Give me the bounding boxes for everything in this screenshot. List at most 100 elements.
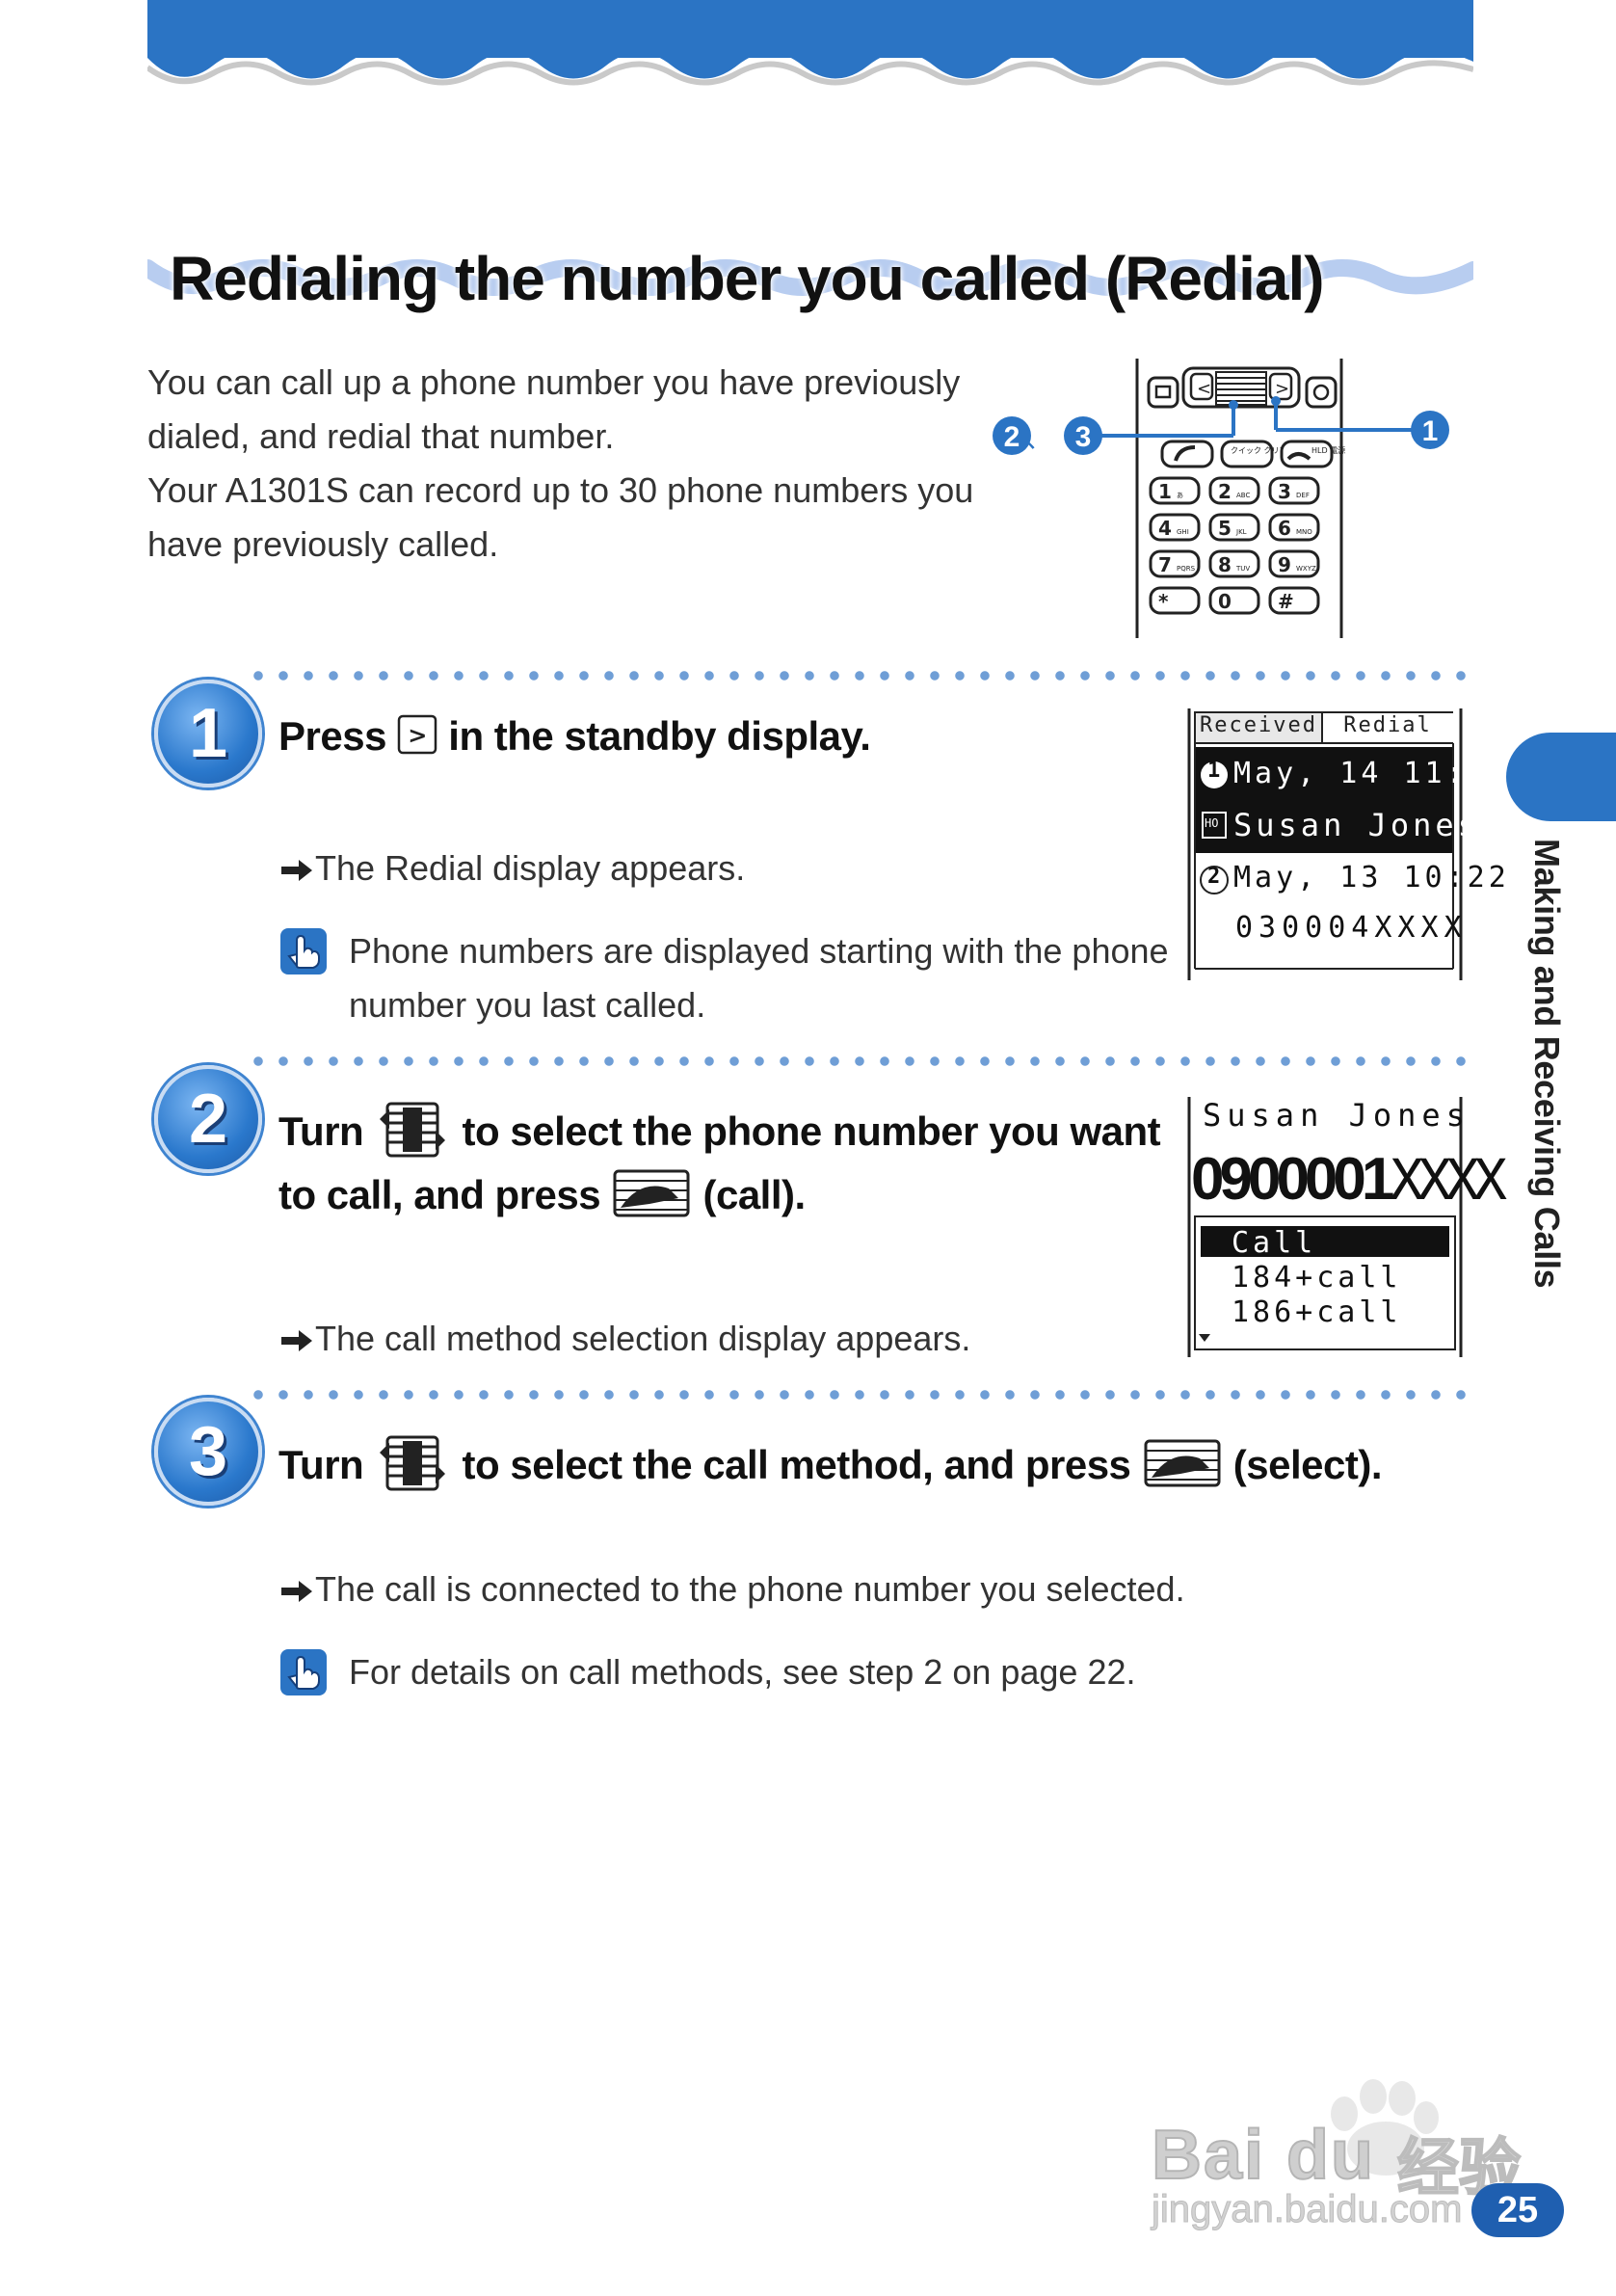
keypad-key-6: 6 MNO [1268, 513, 1320, 542]
svg-text:9: 9 [1278, 553, 1291, 576]
watermark-brand: Bai du [1151, 2116, 1376, 2195]
svg-text:MNO: MNO [1296, 528, 1312, 536]
call-key-icon [611, 1169, 692, 1227]
svg-text:2: 2 [1218, 480, 1232, 503]
intro-line-1: You can call up a phone number you have … [147, 362, 961, 402]
baidu-paw-watermark [1331, 2079, 1439, 2176]
chapter-tab [1506, 733, 1616, 821]
svg-text:4: 4 [1158, 517, 1172, 540]
step-2-title-d: (call). [702, 1172, 806, 1218]
step-2-title-c: to call, and press [278, 1172, 601, 1218]
callout-1: 1 [1422, 415, 1439, 447]
keypad-key-*: * [1149, 586, 1201, 615]
svg-text:GHI: GHI [1177, 528, 1189, 536]
svg-text:*: * [1158, 590, 1169, 613]
svg-text:<: < [1197, 379, 1211, 399]
right-key-icon: > [397, 714, 437, 764]
svg-text:6: 6 [1278, 517, 1291, 540]
dialed-number-digits: 0900001 [1191, 1146, 1394, 1213]
title-wave-decoration [147, 259, 1473, 296]
step-2-title-a: Turn [278, 1108, 364, 1155]
callout-2: 2 [1004, 421, 1020, 453]
svg-text:8: 8 [1218, 553, 1232, 576]
step-divider-2 [246, 1056, 1468, 1066]
svg-text:>: > [408, 722, 427, 749]
svg-text:1: 1 [1158, 480, 1172, 503]
callout-separator: 、 [1025, 422, 1052, 454]
keypad-key-0: 0 [1208, 586, 1260, 615]
intro-line-3: Your A1301S can record up to 30 phone nu… [147, 470, 974, 510]
header-wave-band [147, 0, 1473, 86]
step-2-result-text: The call method selection display appear… [315, 1319, 971, 1358]
step-1-number: 1 [188, 695, 228, 772]
step-1-title-b: in the standby display. [448, 713, 871, 759]
tab-redial: Redial [1343, 712, 1432, 737]
step-1-title: Press > in the standby display. [278, 713, 871, 764]
svg-text:#: # [1278, 590, 1294, 613]
entry-1-number: 1 [1207, 759, 1225, 783]
step-2-number: 2 [188, 1081, 228, 1158]
step-1-title-a: Press [278, 713, 386, 759]
entry-2-number: 2 [1207, 865, 1225, 889]
svg-text:ABC: ABC [1236, 492, 1250, 499]
svg-text:JKL: JKL [1235, 528, 1247, 536]
entry-1-name: Susan Jones [1233, 807, 1480, 843]
entry-2-phone: 030004XXXX [1235, 911, 1468, 945]
contact-name: Susan Jones [1203, 1097, 1470, 1134]
pointing-hand-icon [280, 928, 327, 974]
step-2-title-line-1: Turn to select the phone number you want [278, 1102, 1161, 1167]
result-arrow-icon [281, 1330, 312, 1352]
entry-1-tag: HO [1205, 816, 1219, 830]
dialed-number: 0900001XXXX [1191, 1145, 1507, 1214]
pointing-hand-icon [280, 1649, 327, 1695]
svg-text:HLD 電源: HLD 電源 [1311, 446, 1345, 455]
step-3-result: The call is connected to the phone numbe… [278, 1569, 1185, 1610]
callout-3: 3 [1075, 421, 1092, 453]
intro-line-4: have previously called. [147, 524, 499, 564]
dialed-number-suffix: XXXX [1390, 1147, 1507, 1213]
step-2-title-line-2: to call, and press (call). [278, 1169, 806, 1227]
step-3-note: For details on call methods, see step 2 … [349, 1652, 1136, 1692]
step-2-badge: 2 [154, 1065, 262, 1173]
watermark-url: jingyan.baidu.com [1151, 2188, 1463, 2231]
entry-1-date: May, 14 11:05 [1233, 757, 1510, 790]
step-1-badge: 1 [154, 680, 262, 788]
jog-dial-icon [374, 1435, 451, 1501]
step-3-number: 3 [188, 1413, 228, 1490]
redial-screen: Received Redial 1 May, 14 11:05 HO Susan… [1187, 708, 1506, 980]
page-title: Redialing the number you called (Redial) [170, 244, 1325, 313]
keypad-key-4: 4 GHI [1149, 513, 1201, 542]
svg-text:PQRS: PQRS [1177, 565, 1196, 573]
svg-text:DEF: DEF [1296, 492, 1310, 499]
result-arrow-icon [281, 1581, 312, 1603]
svg-text:あ: あ [1177, 492, 1183, 499]
page-number: 25 [1497, 2189, 1539, 2230]
step-3-result-text: The call is connected to the phone numbe… [315, 1569, 1185, 1609]
svg-text:3: 3 [1278, 480, 1291, 503]
step-1-result-text: The Redial display appears. [315, 848, 746, 888]
intro-line-2: dialed, and redial that number. [147, 416, 615, 456]
entry-2-date: May, 13 10:22 [1233, 861, 1510, 894]
svg-text:クイック クリア: クイック クリア [1231, 446, 1287, 455]
call-key-icon [1142, 1439, 1223, 1497]
jog-dial-icon [374, 1102, 451, 1167]
step-3-title: Turn to select the call method, and pres… [278, 1435, 1383, 1501]
svg-text:>: > [1275, 379, 1289, 399]
step-3-badge: 3 [154, 1398, 262, 1506]
step-1-note-line-2: number you last called. [349, 985, 706, 1025]
step-3-title-c: (select). [1232, 1442, 1383, 1488]
call-method-screen: Susan Jones 0900001XXXX Call 184+call 18… [1187, 1097, 1507, 1357]
step-1-note-line-1: Phone numbers are displayed starting wit… [349, 931, 1169, 971]
tab-received: Received [1200, 712, 1317, 737]
option-184-call: 184+call [1232, 1261, 1402, 1295]
step-3-title-b: to select the call method, and press [462, 1442, 1131, 1488]
option-186-call: 186+call [1232, 1295, 1402, 1329]
